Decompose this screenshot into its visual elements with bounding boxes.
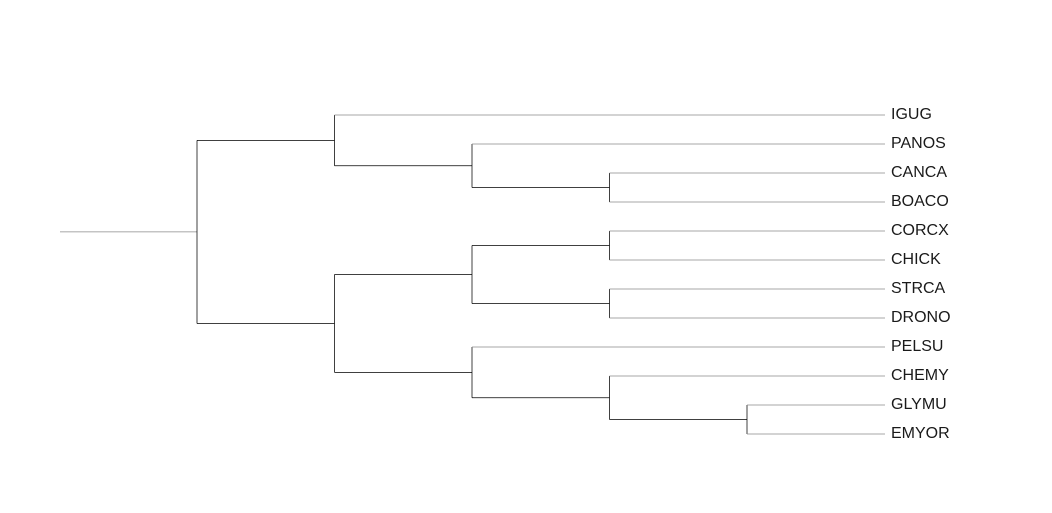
tip-label-drono: DRONO — [891, 309, 951, 326]
tip-label-panos: PANOS — [891, 135, 946, 152]
tip-label-igug: IGUG — [891, 106, 932, 123]
tip-label-corcx: CORCX — [891, 222, 949, 239]
tip-label-chick: CHICK — [891, 251, 941, 268]
tip-label-glymu: GLYMU — [891, 396, 947, 413]
tip-label-canca: CANCA — [891, 164, 947, 181]
tip-label-chemy: CHEMY — [891, 367, 949, 384]
tip-label-pelsu: PELSU — [891, 338, 943, 355]
tree-branches — [60, 114, 885, 435]
tree-tip-labels: IGUG PANOS CANCA BOACO CORCX CHICK STRCA DRONO P… — [891, 106, 951, 442]
tip-label-emyor: EMYOR — [891, 425, 950, 442]
tip-label-boaco: BOACO — [891, 193, 949, 210]
tip-label-strca: STRCA — [891, 280, 946, 297]
